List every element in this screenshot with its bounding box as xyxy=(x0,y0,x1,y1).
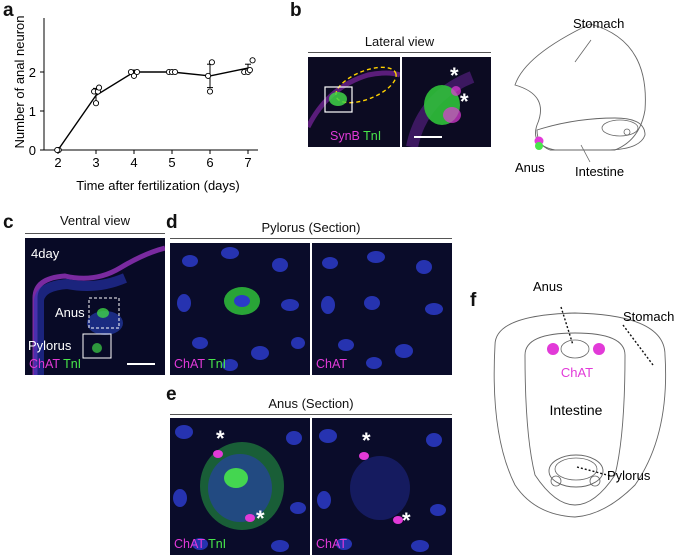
intestine-label: Intestine xyxy=(575,164,624,179)
stain-tni-label: TnI xyxy=(208,537,227,551)
title-rule xyxy=(308,52,491,53)
ventral-view-title: Ventral view xyxy=(59,213,131,228)
panel-a-label: a xyxy=(3,0,14,21)
x-tick-label: 3 xyxy=(92,155,99,170)
anus-chat-micrograph: * * ChAT xyxy=(312,418,452,555)
lateral-view-title: Lateral view xyxy=(364,34,435,49)
ventral-micrograph: 4day Anus Pylorus ChAT TnI xyxy=(25,238,165,375)
y-tick-label: 2 xyxy=(29,65,36,80)
x-tick-label: 5 xyxy=(168,155,175,170)
anus-section-title: Anus (Section) xyxy=(268,396,354,411)
data-point xyxy=(205,72,212,79)
pylorus-merge-micrograph: ChAT TnI xyxy=(170,243,310,375)
data-point xyxy=(54,146,61,154)
asterisk-2: * xyxy=(256,506,265,531)
pylorus-label: Pylorus xyxy=(607,468,651,483)
schematic-ventral: Anus Stomach ChAT Intestine Pylorus xyxy=(493,279,674,518)
y-axis-label: Number of anal neuron xyxy=(12,16,27,149)
pylorus-merge-image xyxy=(177,247,305,371)
stain-tni-label: TnI xyxy=(63,357,82,371)
stain-chat-label: ChAT xyxy=(316,537,348,551)
stomach-label: Stomach xyxy=(573,16,624,31)
anus-green-dot xyxy=(535,142,543,150)
data-point xyxy=(208,59,215,66)
lateral-zoom-image xyxy=(406,71,475,147)
asterisk-1: * xyxy=(450,63,459,88)
asterisk-1: * xyxy=(216,426,225,451)
x-axis-label: Time after fertilization (days) xyxy=(76,178,240,193)
x-tick-label: 6 xyxy=(206,155,213,170)
panel-b-label: b xyxy=(290,0,302,21)
stomach-outline xyxy=(493,312,667,518)
schematic-lateral: Stomach Anus Intestine xyxy=(514,16,646,179)
title-rule xyxy=(170,238,452,239)
panel-c-label: c xyxy=(3,212,14,233)
anus-box xyxy=(88,297,120,329)
stain-tni-label: TnI xyxy=(363,129,382,143)
data-point xyxy=(130,72,138,79)
data-point xyxy=(171,68,179,76)
chat-dot-left xyxy=(547,343,559,355)
data-point xyxy=(133,68,141,76)
ventral-image xyxy=(32,245,165,375)
y-tick-label: 0 xyxy=(29,143,36,158)
chart-axes: 2 3 4 5 6 7 0 1 2 xyxy=(29,18,258,170)
intestine-label: Intestine xyxy=(550,402,603,418)
stain-chat-label: ChAT xyxy=(174,357,205,371)
stain-synb-label: SynB xyxy=(330,129,360,143)
anus-merge-micrograph: * * ChAT TnI xyxy=(170,418,310,555)
stain-chat-label: ChAT xyxy=(174,537,205,551)
y-tick-label: 1 xyxy=(29,104,36,119)
pylorus-box xyxy=(82,333,112,359)
zoom-box xyxy=(324,86,353,113)
x-tick-label: 4 xyxy=(130,155,137,170)
panel-d-label: d xyxy=(166,212,178,233)
pylorus-section-title: Pylorus (Section) xyxy=(261,220,361,235)
x-tick-label: 2 xyxy=(54,155,61,170)
pylorus-region-label: Pylorus xyxy=(28,338,72,353)
data-point xyxy=(206,88,214,95)
asterisk-4: * xyxy=(402,508,411,533)
anus-chat-image xyxy=(317,429,446,552)
anus-region-label: Anus xyxy=(55,305,85,320)
stomach-outline xyxy=(514,23,646,151)
data-point xyxy=(249,57,256,64)
panel-f-label: f xyxy=(470,290,477,311)
data-point xyxy=(95,84,103,91)
anal-neuron-chart: 2 3 4 5 6 7 0 1 2 Time after fertilization (days… xyxy=(12,16,258,193)
data-point xyxy=(92,100,100,107)
intestine-outline xyxy=(335,66,397,104)
stomach-label: Stomach xyxy=(623,309,674,324)
asterisk-3: * xyxy=(362,428,371,453)
intestine-outline xyxy=(536,117,646,151)
chat-label: ChAT xyxy=(561,365,593,380)
chart-marks xyxy=(54,57,256,154)
x-tick-label: 7 xyxy=(244,155,251,170)
stain-tni-label: TnI xyxy=(208,357,227,371)
chat-dot-right xyxy=(593,343,605,355)
data-point xyxy=(246,67,253,74)
pylorus-chat-micrograph: ChAT xyxy=(312,243,452,375)
data-point xyxy=(127,68,135,76)
title-rule xyxy=(25,233,165,234)
anus-label: Anus xyxy=(533,279,563,294)
lateral-micrograph-overview: SynB TnI xyxy=(308,57,400,147)
stain-chat-label: ChAT xyxy=(29,357,60,371)
intestine-outline xyxy=(524,332,626,506)
stain-chat-label: ChAT xyxy=(316,357,348,371)
age-label: 4day xyxy=(31,246,60,261)
panel-e-label: e xyxy=(166,384,177,405)
lateral-micrograph-zoom: * * xyxy=(402,57,491,147)
asterisk-2: * xyxy=(460,89,469,114)
anus-merge-image xyxy=(173,425,306,552)
lateral-overview-image xyxy=(308,66,400,129)
mean-line xyxy=(57,67,249,151)
title-rule xyxy=(170,414,452,415)
anus-label: Anus xyxy=(515,160,545,175)
pylorus-chat-image xyxy=(321,251,443,369)
